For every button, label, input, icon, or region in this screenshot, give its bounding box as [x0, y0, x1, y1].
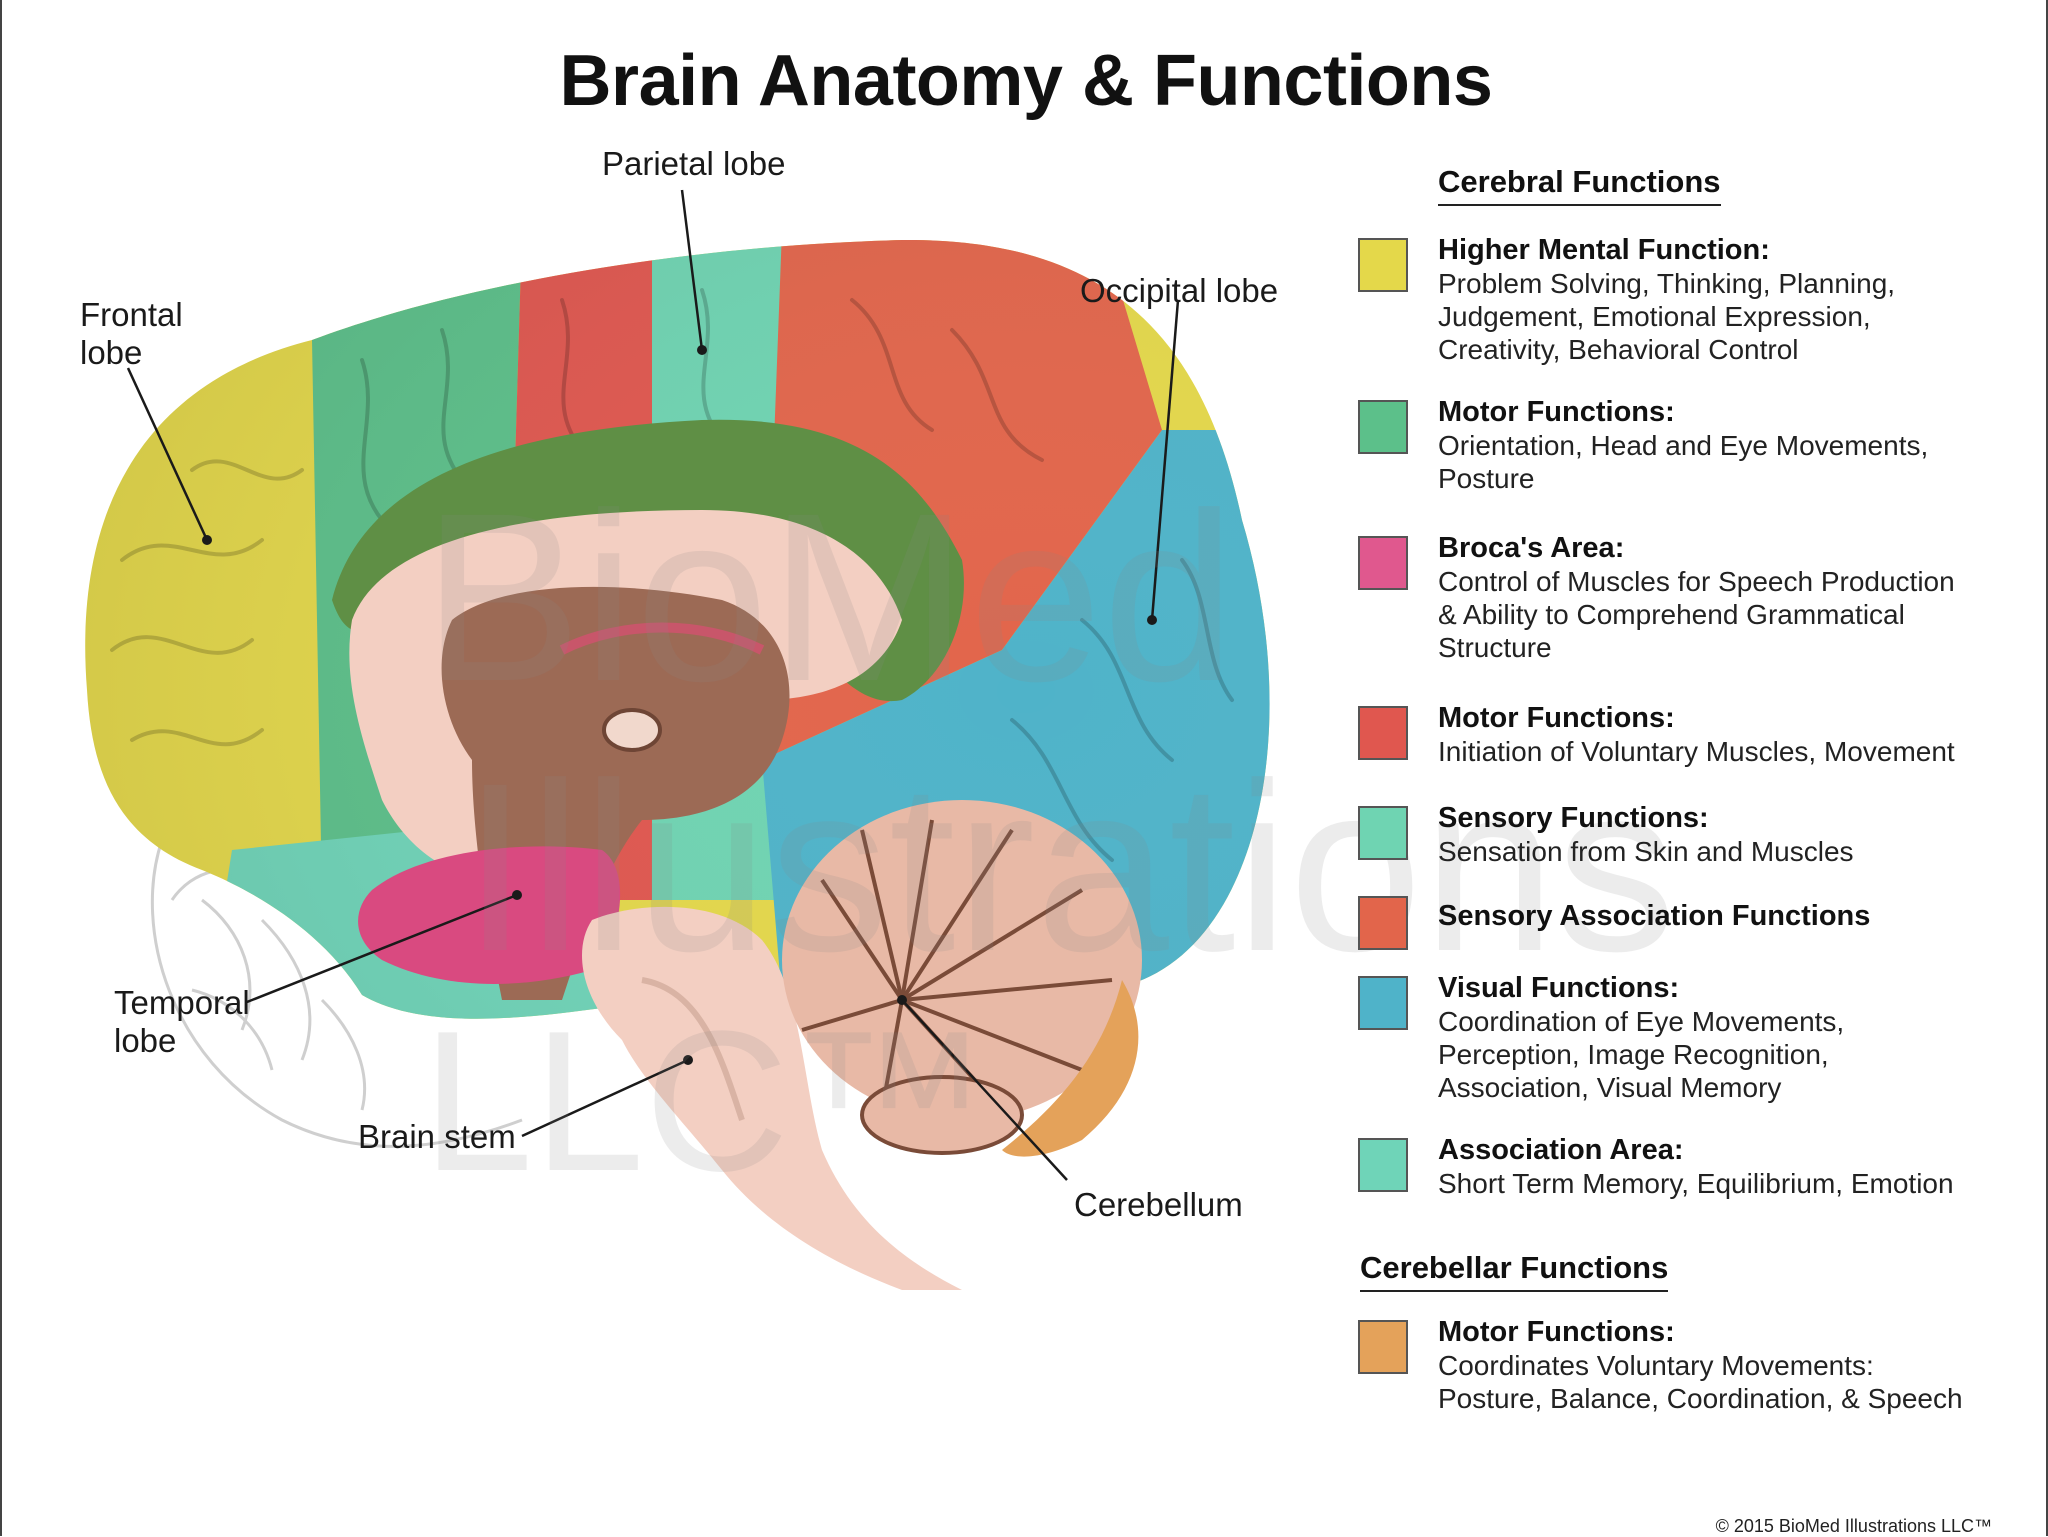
- svg-text:Illustrations: Illustrations: [462, 733, 1676, 1001]
- swatch-orange-red: [1358, 896, 1408, 950]
- legend-description: Problem Solving, Thinking, Planning, Jud…: [1438, 268, 1896, 365]
- legend-title: Motor Functions:: [1438, 1316, 1675, 1348]
- label-cerebellum: Cerebellum: [1074, 1186, 1243, 1223]
- brain-stem: [582, 906, 962, 1290]
- gyri-texture: [110, 288, 1234, 862]
- legend-title: Sensory Association Functions: [1438, 900, 1871, 932]
- legend-description: Coordinates Voluntary Movements: Posture…: [1438, 1350, 1963, 1414]
- fornix: [559, 622, 765, 655]
- legend-title: Higher Mental Function:: [1438, 234, 1770, 266]
- copyright-notice: © 2015 BioMed Illustrations LLC™: [1715, 1516, 1992, 1536]
- legend-description: Control of Muscles for Speech Production…: [1438, 566, 1955, 663]
- swatch-red: [1358, 706, 1408, 760]
- ventricle: [602, 708, 662, 752]
- leader-lines: [126, 189, 1180, 1181]
- swatch-yellow: [1358, 238, 1408, 292]
- label-brain-stem: Brain stem: [358, 1118, 516, 1155]
- legend-title: Broca's Area:: [1438, 532, 1625, 564]
- cerebral-functions-heading: Cerebral Functions: [1438, 164, 1721, 206]
- legend-title: Sensory Functions:: [1438, 802, 1709, 834]
- label-temporal-lobe: Temporal lobe: [114, 984, 250, 1059]
- legend-description: Sensation from Skin and Muscles: [1438, 836, 1854, 867]
- watermark: BioMed Illustrations LLC™: [422, 463, 1676, 1213]
- legend-title: Motor Functions:: [1438, 396, 1675, 428]
- brocas-area: [358, 846, 621, 984]
- legend-title: Visual Functions:: [1438, 972, 1680, 1004]
- swatch-pink: [1358, 536, 1408, 590]
- swatch-amber: [1358, 1320, 1408, 1374]
- legend-description: Short Term Memory, Equilibrium, Emotion: [1438, 1168, 1954, 1199]
- legend-title: Motor Functions:: [1438, 702, 1675, 734]
- poster-title: Brain Anatomy & Functions: [559, 41, 1493, 121]
- cerebellar-motor-region: [1002, 980, 1139, 1157]
- svg-text:LLC™: LLC™: [422, 990, 989, 1213]
- swatch-mint: [1358, 806, 1408, 860]
- cerebellar-functions-heading: Cerebellar Functions: [1360, 1250, 1669, 1292]
- legend-title: Association Area:: [1438, 1134, 1684, 1166]
- legend-description: Initiation of Voluntary Muscles, Movemen…: [1438, 736, 1955, 767]
- leader-dots: [202, 345, 1157, 1065]
- label-occipital-lobe: Occipital lobe: [1080, 272, 1279, 309]
- legend-description: Orientation, Head and Eye Movements, Pos…: [1438, 430, 1929, 494]
- label-frontal-lobe: Frontal lobe: [80, 296, 183, 371]
- legend-description: Coordination of Eye Movements, Perceptio…: [1438, 1006, 1845, 1103]
- swatch-teal: [1358, 1138, 1408, 1192]
- svg-text:BioMed: BioMed: [422, 463, 1236, 731]
- label-parietal-lobe: Parietal lobe: [602, 145, 786, 182]
- cerebellar-tonsil: [860, 1075, 1024, 1155]
- swatch-green: [1358, 400, 1408, 454]
- swatch-blue: [1358, 976, 1408, 1030]
